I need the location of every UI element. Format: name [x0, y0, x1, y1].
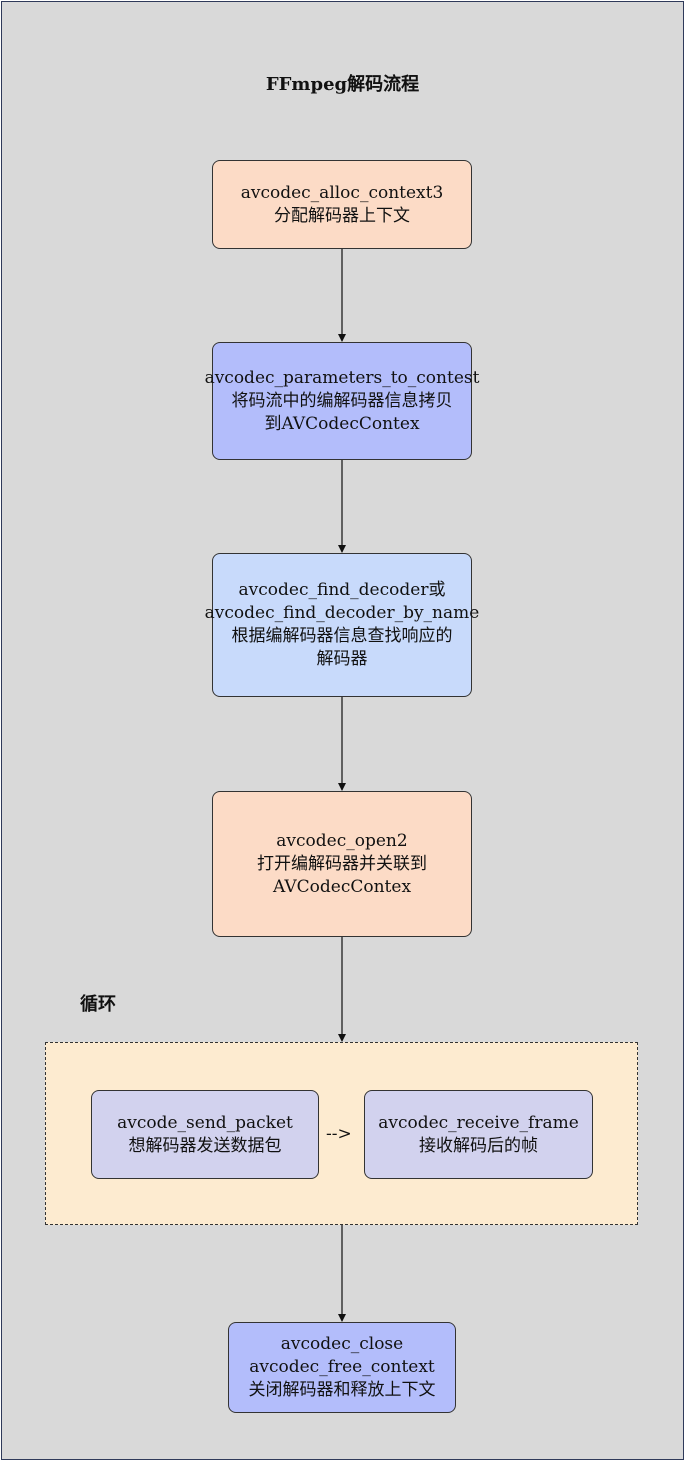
loop-arrow-text: --> — [326, 1124, 352, 1144]
step-alloc-context-line-2: 分配解码器上下文 — [274, 205, 410, 226]
step-open-codec-line-1: avcodec_open2 — [276, 830, 408, 851]
loop-label: 循环 — [80, 994, 116, 1015]
step-close-free: avcodec_close avcodec_free_context 关闭解码器… — [228, 1322, 456, 1413]
step-parameters-line-1: avcodec_parameters_to_contest — [204, 367, 480, 388]
step-find-decoder-line-4: 解码器 — [316, 649, 368, 669]
step-alloc-context: avcodec_alloc_context3 分配解码器上下文 — [212, 160, 472, 249]
step-open-codec: avcodec_open2 打开编解码器并关联到 AVCodecContex — [212, 791, 472, 937]
step-parameters-line-2: 将码流中的编解码器信息拷贝 — [231, 390, 453, 411]
diagram-title: FFmpeg解码流程 — [265, 74, 420, 95]
step-find-decoder-line-3: 根据编解码器信息查找响应的 — [231, 626, 453, 646]
step-alloc-context-line-1: avcodec_alloc_context3 — [240, 182, 444, 203]
step-parameters-line-3: 到AVCodecContex — [264, 413, 420, 434]
step-open-codec-line-3: AVCodecContex — [272, 876, 412, 897]
step-find-decoder: avcodec_find_decoder或 avcodec_find_decod… — [205, 553, 479, 697]
step-close-line-3: 关闭解码器和释放上下文 — [248, 1380, 436, 1400]
step-find-decoder-line-2: avcodec_find_decoder_by_name — [204, 603, 480, 623]
step-send-packet: avcode_send_packet 想解码器发送数据包 — [91, 1090, 319, 1179]
step-parameters-to-context: avcodec_parameters_to_contest 将码流中的编解码器信… — [205, 342, 479, 460]
step-receive-frame-line-1: avcodec_receive_frame — [378, 1112, 579, 1133]
step-close-line-1: avcodec_close — [280, 1334, 404, 1354]
step-send-packet-line-1: avcode_send_packet — [117, 1112, 293, 1133]
step-receive-frame: avcodec_receive_frame 接收解码后的帧 — [364, 1090, 593, 1179]
step-receive-frame-line-2: 接收解码后的帧 — [419, 1135, 538, 1156]
step-close-line-2: avcodec_free_context — [249, 1357, 435, 1377]
step-open-codec-line-2: 打开编解码器并关联到 — [257, 853, 427, 874]
step-find-decoder-line-1: avcodec_find_decoder或 — [238, 580, 446, 600]
step-send-packet-line-2: 想解码器发送数据包 — [128, 1135, 282, 1156]
